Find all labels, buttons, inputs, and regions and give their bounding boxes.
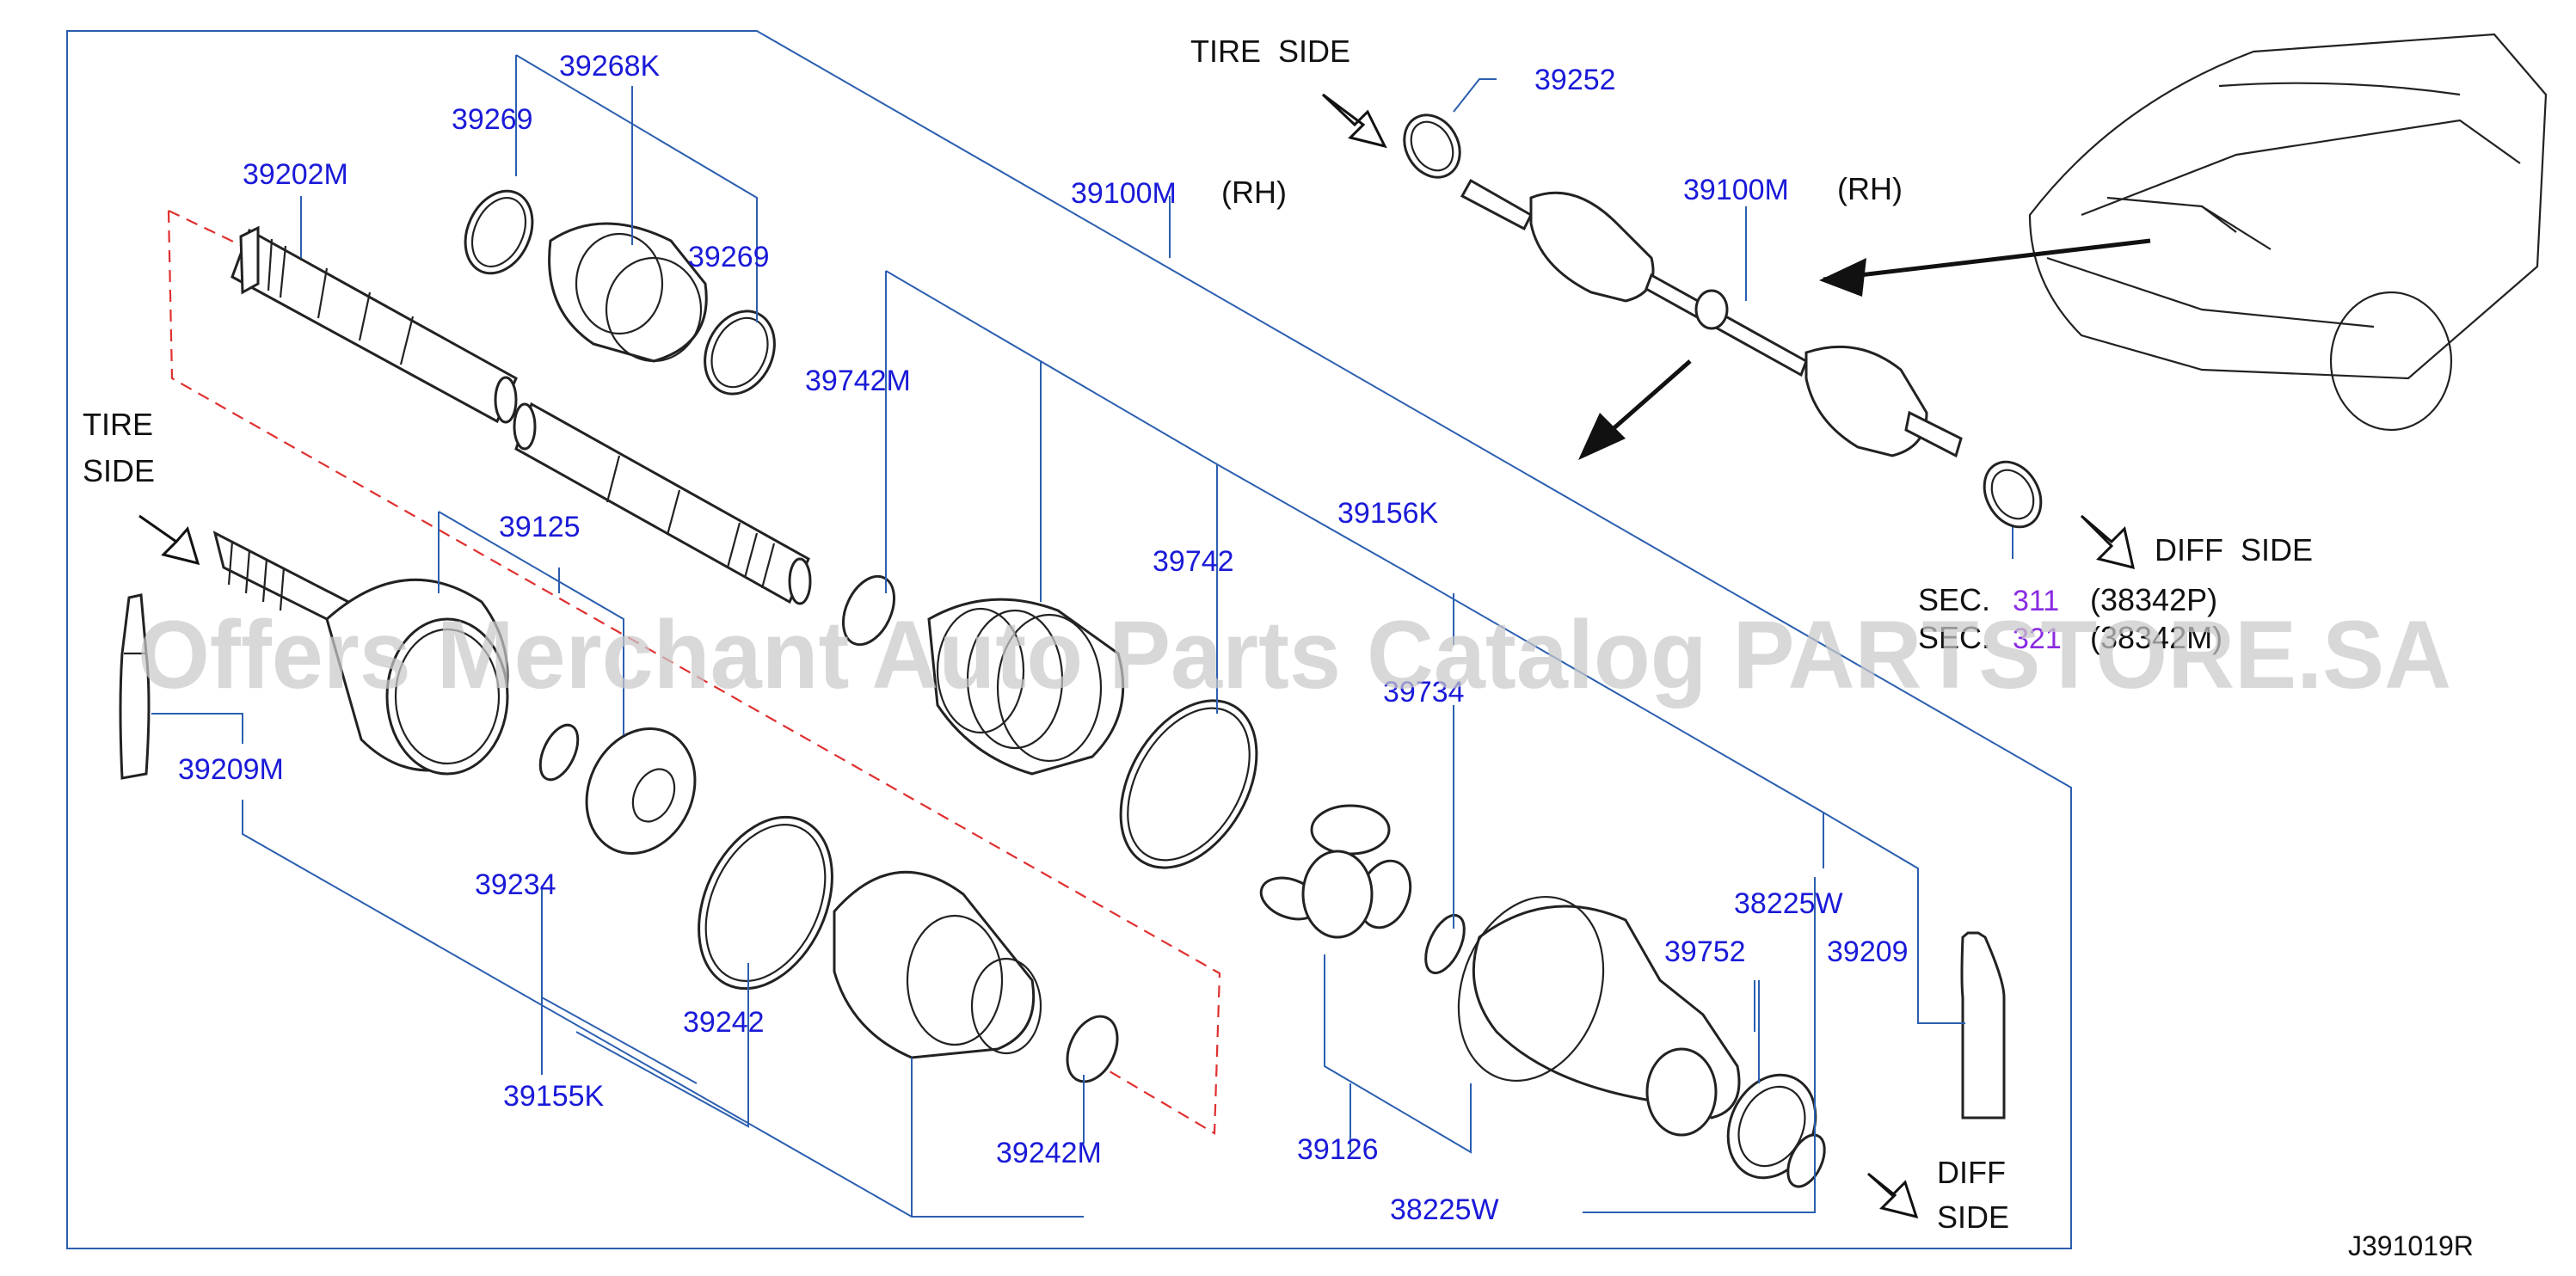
direction-arrows	[138, 93, 2151, 1219]
watermark-text: Offers Merchant Auto Parts Catalog PARTS…	[138, 601, 2451, 709]
label-39155K: 39155K	[503, 1080, 605, 1113]
section-ref-code-1: (38342P)	[2090, 582, 2217, 617]
tire-side-label-top: TIRE SIDE	[1190, 34, 1350, 69]
grease-tube-part[interactable]	[1960, 931, 2006, 1120]
dashed-group-outline	[167, 210, 1221, 1135]
axle-shaft-part[interactable]	[231, 225, 812, 605]
label-39125: 39125	[499, 511, 581, 543]
label-39209M: 39209M	[178, 753, 284, 786]
inner-joint-housing-part[interactable]	[1434, 876, 1741, 1137]
label-39156K: 39156K	[1337, 497, 1439, 530]
label-39269-mid: 39269	[688, 241, 770, 273]
section-ref-code-2: (38342M)	[2090, 620, 2222, 655]
axle-assembly-inset[interactable]	[1393, 105, 2052, 537]
label-38225W-right: 38225W	[1734, 887, 1843, 920]
label-39252: 39252	[1534, 64, 1616, 96]
boot-kit-part[interactable]	[548, 222, 708, 363]
dashed-group-top	[168, 210, 250, 250]
outer-cv-joint-part[interactable]	[212, 531, 509, 776]
diff-side-label-inset: DIFF SIDE	[2155, 532, 2313, 567]
boot-band-part[interactable]	[1093, 677, 1285, 892]
label-39100M-inset: 39100M	[1683, 174, 1789, 206]
diff-side-label-bottom-2: SIDE	[1937, 1199, 2009, 1235]
label-39126: 39126	[1297, 1133, 1379, 1166]
snap-ring-part[interactable]	[532, 720, 585, 786]
boot-band-part[interactable]	[692, 300, 787, 406]
section-ref-prefix-2: SEC.	[1918, 620, 1990, 655]
inner-race-part[interactable]	[567, 711, 715, 872]
label-39734: 39734	[1383, 676, 1465, 709]
label-39202M: 39202M	[243, 158, 348, 191]
label-39752: 39752	[1664, 936, 1746, 968]
large-boot-part[interactable]	[927, 598, 1125, 776]
label-39234: 39234	[475, 868, 556, 901]
boot-band-part[interactable]	[452, 180, 545, 284]
section-ref-prefix-1: SEC.	[1918, 582, 1990, 617]
leader-lines	[151, 54, 2013, 1218]
boot-band-part[interactable]	[673, 795, 858, 1009]
label-39242M: 39242M	[996, 1137, 1102, 1169]
boot-band-part[interactable]	[1058, 1009, 1128, 1089]
label-39268K: 39268K	[559, 50, 661, 83]
vehicle-location-inset	[2028, 33, 2548, 432]
tire-side-label-left-2: SIDE	[83, 453, 155, 488]
diagram-code: J391019R	[2348, 1230, 2474, 1261]
boot-band-part[interactable]	[833, 568, 905, 653]
assembly-frame	[66, 30, 2072, 1249]
section-ref-number-1[interactable]: 311	[2013, 585, 2059, 617]
snap-ring-part[interactable]	[1417, 910, 1472, 978]
label-39269-top: 39269	[452, 103, 533, 136]
grease-tube-part[interactable]	[119, 593, 151, 780]
diff-side-label-bottom-1: DIFF	[1937, 1155, 2006, 1190]
tire-side-label-left-1: TIRE	[83, 407, 153, 442]
small-boot-part[interactable]	[833, 870, 1042, 1059]
label-rh-inset: (RH)	[1837, 171, 1903, 206]
label-rh-main: (RH)	[1221, 175, 1287, 210]
label-39209: 39209	[1827, 936, 1909, 968]
section-ref-number-2[interactable]: 321	[2013, 623, 2062, 655]
label-39100M-main: 39100M	[1071, 177, 1177, 210]
label-39242: 39242	[683, 1006, 765, 1039]
label-38225W-bottom: 38225W	[1390, 1193, 1499, 1226]
spider-assembly-part[interactable]	[1256, 804, 1419, 939]
label-39742M: 39742M	[805, 365, 911, 397]
label-39742: 39742	[1153, 545, 1234, 578]
